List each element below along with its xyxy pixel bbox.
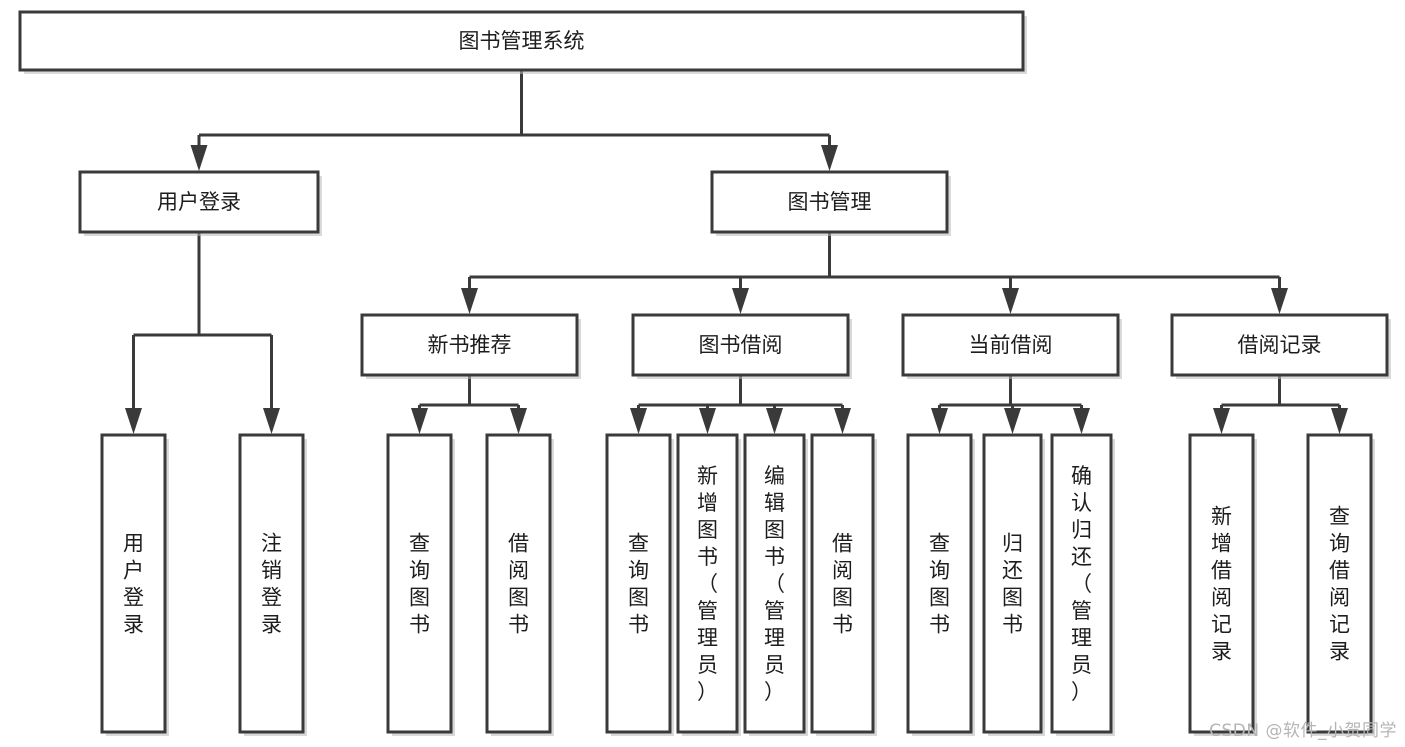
node-label: 注销登录 bbox=[261, 532, 282, 637]
node-book-manage[interactable]: 图书管理 bbox=[710, 170, 951, 236]
node-label: 用户登录 bbox=[123, 532, 144, 637]
node-borrow-record[interactable]: 借阅记录 bbox=[1170, 313, 1391, 379]
node-label: 借阅图书 bbox=[508, 532, 529, 637]
connector-group-book-manage bbox=[461, 232, 1288, 314]
arrow-head-icon bbox=[699, 408, 716, 434]
arrow-head-icon bbox=[1213, 408, 1230, 434]
node-leaf-borrow-book-2[interactable]: 借阅图书 bbox=[810, 433, 877, 736]
node-leaf-query-record[interactable]: 查询借阅记录 bbox=[1306, 433, 1375, 736]
connector-group-new-book-rec bbox=[411, 375, 527, 434]
node-label: 查询图书 bbox=[409, 532, 430, 637]
csdn-watermark: CSDN @软件_小贺同学 bbox=[1209, 721, 1397, 741]
node-label: 图书管理 bbox=[788, 190, 872, 214]
arrow-head-icon bbox=[1331, 408, 1348, 434]
arrow-head-icon bbox=[190, 145, 208, 171]
node-label: 新增借阅记录 bbox=[1211, 505, 1232, 664]
node-leaf-add-book[interactable]: 新增图书（管理员） bbox=[676, 433, 741, 736]
node-user-login[interactable]: 用户登录 bbox=[78, 170, 322, 236]
arrow-head-icon bbox=[931, 408, 948, 434]
node-leaf-edit-book[interactable]: 编辑图书（管理员） bbox=[743, 433, 808, 736]
node-leaf-query-book-3[interactable]: 查询图书 bbox=[906, 433, 975, 736]
node-label: 新书推荐 bbox=[428, 333, 512, 357]
arrow-head-icon bbox=[1004, 408, 1021, 434]
node-label: 查询借阅记录 bbox=[1329, 505, 1350, 664]
node-new-book-rec[interactable]: 新书推荐 bbox=[360, 313, 581, 379]
arrow-head-icon bbox=[263, 408, 280, 434]
node-label: 图书借阅 bbox=[699, 333, 783, 357]
node-leaf-user-login[interactable]: 用户登录 bbox=[100, 433, 169, 736]
connector-group-user-login bbox=[125, 232, 280, 434]
node-label: 编辑图书（管理员） bbox=[764, 464, 785, 704]
node-label: 查询图书 bbox=[628, 532, 649, 637]
node-leaf-borrow-book-1[interactable]: 借阅图书 bbox=[485, 433, 554, 736]
node-leaf-add-record[interactable]: 新增借阅记录 bbox=[1188, 433, 1257, 736]
node-book-borrow[interactable]: 图书借阅 bbox=[631, 313, 852, 379]
node-label: 当前借阅 bbox=[969, 333, 1053, 357]
node-leaf-confirm-return[interactable]: 确认归还（管理员） bbox=[1050, 433, 1115, 736]
node-label: 借阅记录 bbox=[1238, 333, 1322, 357]
arrow-head-icon bbox=[732, 288, 749, 314]
node-label: 借阅图书 bbox=[832, 532, 853, 637]
arrow-head-icon bbox=[411, 408, 428, 434]
node-current-borrow[interactable]: 当前借阅 bbox=[901, 313, 1122, 379]
node-leaf-return-book[interactable]: 归还图书 bbox=[982, 433, 1045, 736]
node-label: 图书管理系统 bbox=[459, 29, 585, 53]
arrow-head-icon bbox=[1073, 408, 1090, 434]
node-label: 归还图书 bbox=[1002, 532, 1023, 637]
node-leaf-query-book-1[interactable]: 查询图书 bbox=[386, 433, 455, 736]
arrow-head-icon bbox=[821, 145, 838, 171]
node-layer: 图书管理系统用户登录图书管理新书推荐图书借阅当前借阅借阅记录用户登录注销登录查询… bbox=[18, 10, 1391, 736]
arrow-head-icon bbox=[630, 408, 647, 434]
arrow-head-icon bbox=[1271, 288, 1288, 314]
connector-group-borrow-record bbox=[1213, 375, 1348, 434]
arrow-head-icon bbox=[766, 408, 783, 434]
connector-group-book-borrow bbox=[630, 375, 851, 434]
arrow-head-icon bbox=[125, 408, 142, 434]
arrow-head-icon bbox=[461, 288, 478, 314]
arrow-head-icon bbox=[834, 408, 851, 434]
node-leaf-user-logout[interactable]: 注销登录 bbox=[238, 433, 307, 736]
node-leaf-query-book-2[interactable]: 查询图书 bbox=[605, 433, 674, 736]
node-label: 用户登录 bbox=[157, 190, 241, 214]
arrow-head-icon bbox=[510, 408, 527, 434]
node-label: 新增图书（管理员） bbox=[697, 464, 718, 704]
connector-group-current-borrow bbox=[931, 375, 1090, 434]
arrow-head-icon bbox=[1002, 288, 1019, 314]
node-label: 确认归还（管理员） bbox=[1071, 464, 1092, 704]
connector-layer bbox=[125, 70, 1348, 434]
connector-group-root bbox=[190, 70, 838, 171]
node-label: 查询图书 bbox=[929, 532, 950, 637]
node-root-图书管理系统[interactable]: 图书管理系统 bbox=[18, 10, 1027, 74]
